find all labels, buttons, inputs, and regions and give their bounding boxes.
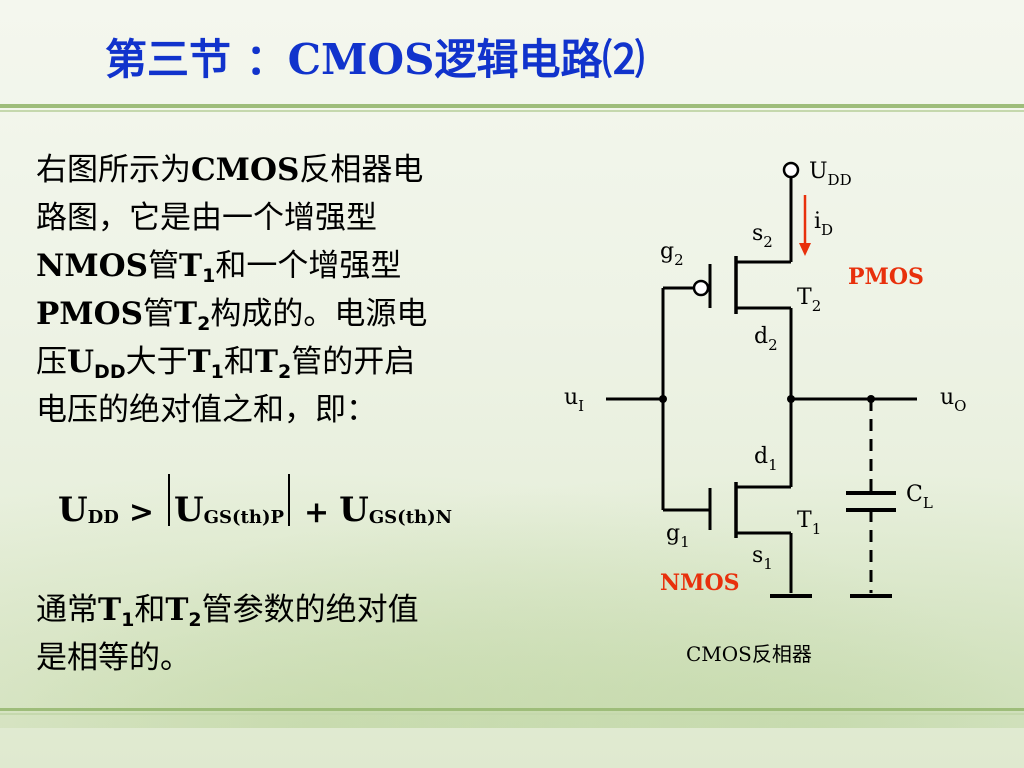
- output-junction-dot: [787, 395, 795, 403]
- desc-line-3: NMOS管T1和一个增强型: [36, 248, 402, 287]
- pmos-gate-bubble: [692, 279, 710, 297]
- footer-divider-thin: [0, 713, 1024, 715]
- desc-line-2: 路图，它是由一个增强型: [36, 200, 377, 236]
- cap-junction-dot: [867, 395, 875, 403]
- label-pmos: PMOS: [848, 264, 924, 290]
- input-junction-dot: [659, 395, 667, 403]
- id-arrow-icon: [799, 243, 811, 256]
- desc-line-6: 电压的绝对值之和，即：: [36, 392, 377, 428]
- label-s1: s1: [752, 543, 773, 573]
- formula-udd-sub: DD: [87, 507, 119, 528]
- label-id: iD: [814, 209, 833, 239]
- abs-bar-left: [168, 474, 171, 526]
- label-d2: d2: [754, 324, 778, 354]
- note-line-2: 是相等的。: [36, 640, 191, 676]
- udd-terminal: [782, 161, 800, 179]
- formula-plus: +: [304, 495, 330, 530]
- desc-line-4: PMOS管T2构成的。电源电: [36, 296, 428, 335]
- page-title: 第三节 ：CMOS逻辑电路⑵: [105, 35, 645, 84]
- diagram-caption: CMOS反相器: [686, 642, 812, 666]
- abs-bar-right: [288, 474, 291, 526]
- label-ui: uI: [564, 385, 584, 415]
- formula-greater-than: >: [128, 495, 155, 530]
- label-cl: CL: [906, 482, 933, 512]
- label-udd: UDD: [809, 159, 852, 189]
- header-divider: [0, 104, 1024, 108]
- formula-ugsn-sub: GS(th)N: [368, 507, 453, 528]
- desc-line-5: 压UDD大于T1和T2管的开启: [36, 344, 416, 383]
- header-divider-thin: [0, 110, 1024, 112]
- label-s2: s2: [752, 221, 773, 251]
- note-line-1: 通常T1和T2管参数的绝对值: [36, 592, 419, 631]
- desc-line-1: 右图所示为CMOS反相器电: [36, 152, 424, 188]
- formula-ugsp: U: [174, 490, 204, 530]
- footer-divider: [0, 708, 1024, 711]
- label-uo: uO: [940, 385, 966, 415]
- note-text: 通常T1和T2管参数的绝对值 是相等的。: [36, 586, 526, 682]
- formula-udd: U: [58, 490, 88, 530]
- formula-ugsn: U: [339, 490, 369, 530]
- label-t1: T1: [797, 508, 821, 538]
- label-d1: d1: [754, 444, 778, 474]
- label-g1: g1: [666, 521, 690, 551]
- label-t2: T2: [797, 285, 821, 315]
- formula-ugsp-sub: GS(th)P: [203, 507, 285, 528]
- description-text: 右图所示为CMOS反相器电 路图，它是由一个增强型 NMOS管T1和一个增强型 …: [36, 146, 526, 434]
- label-nmos: NMOS: [660, 570, 740, 596]
- label-g2: g2: [660, 239, 684, 269]
